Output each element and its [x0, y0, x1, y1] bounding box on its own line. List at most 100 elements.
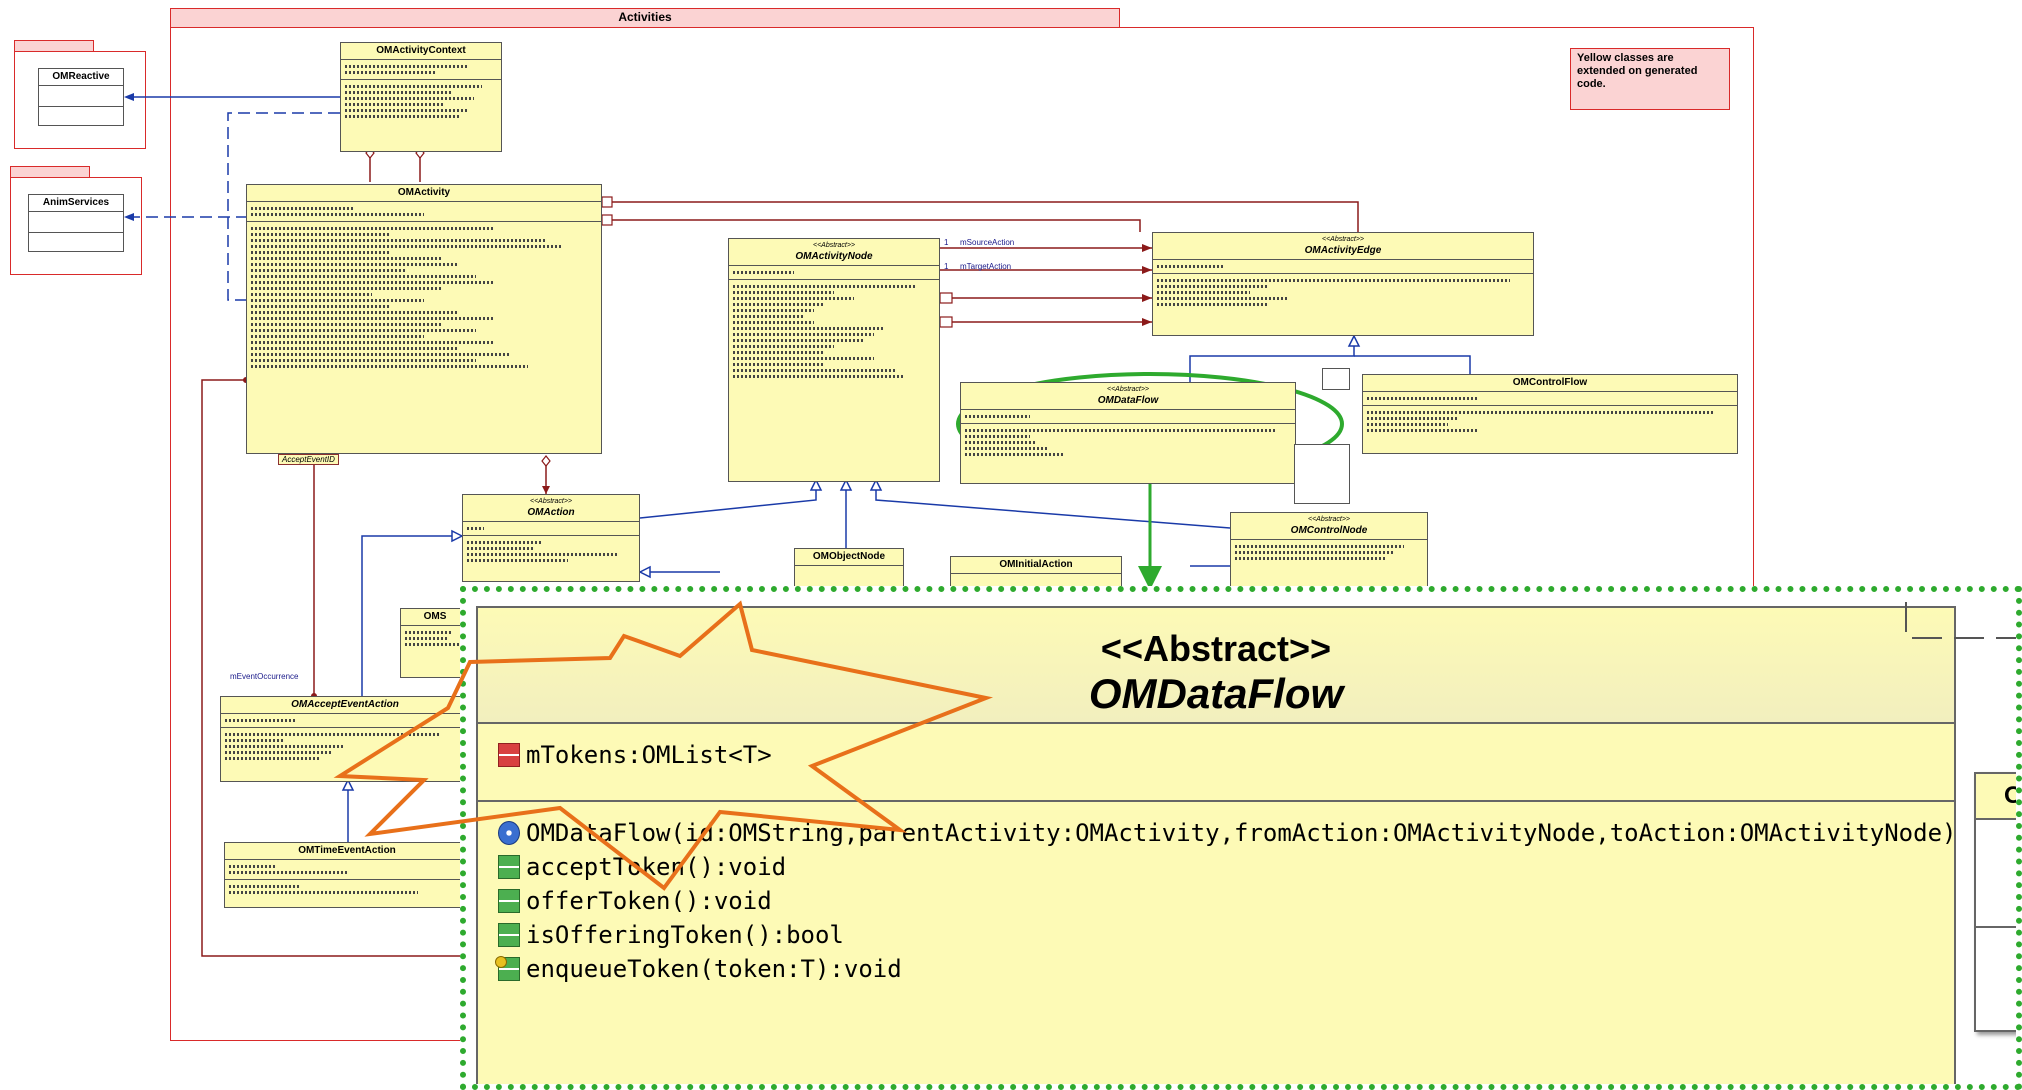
constructor-icon [498, 821, 520, 845]
class-name: OMAcceptEventAction [291, 699, 399, 710]
template-attributes [1976, 820, 2016, 928]
class-name: AnimServices [42, 197, 110, 208]
class-operations [247, 222, 601, 373]
class-operations [341, 80, 501, 123]
package-title: Activities [618, 10, 672, 24]
class-omactivity[interactable]: OMActivity [246, 184, 602, 454]
class-name: OMReactive [52, 71, 110, 82]
class-omcontrolnode[interactable]: <<Abstract>>OMControlNode [1230, 512, 1428, 592]
class-partial-oms[interactable]: OMS [400, 608, 470, 678]
class-name: OMActivityContext [376, 45, 466, 56]
class-name: OMTimeEventAction [298, 845, 396, 856]
arrowhead-omreactive [124, 93, 134, 101]
dep-context-dashed [227, 112, 340, 301]
class-omdataflow-zoomed[interactable]: <<Abstract>> OMDataFlow mTokens:OMList<T… [476, 606, 1956, 1084]
class-attributes [39, 86, 123, 107]
operation-row[interactable]: offerToken():void [478, 884, 1954, 918]
package-anim[interactable] [10, 177, 142, 275]
protected-operation-icon [495, 956, 520, 981]
attribute-text: mTokens:OMList<T> [526, 741, 772, 769]
class-animservices[interactable]: AnimServices [28, 194, 124, 252]
note-yellow-classes[interactable]: Yellow classes are extended on generated… [1570, 48, 1730, 110]
port-activity-2 [601, 214, 613, 226]
diamond-activity-action [541, 455, 551, 467]
tag-accept-event-id: AcceptEventID [278, 454, 339, 465]
class-name: OMAction [527, 507, 575, 518]
package-omreactive[interactable] [14, 51, 146, 149]
class-template-parameter[interactable]: OMDataFlow::T [1974, 772, 2016, 1032]
class-name: OMInitialAction [999, 559, 1073, 570]
public-operation-icon [498, 855, 520, 879]
class-attributes [29, 212, 123, 233]
gen-controlflow-edge [1354, 355, 1471, 374]
class-name: OMActivity [397, 187, 451, 198]
class-dataflow-tab-small [1322, 368, 1350, 390]
class-operations [225, 880, 469, 899]
zoom-overlay: <<Abstract>> OMDataFlow mTokens:OMList<T… [460, 586, 2022, 1090]
class-operations [401, 626, 469, 651]
class-name: OMDataFlow [1088, 670, 1344, 717]
template-class-name: OMDataFlow::T [1976, 774, 2016, 820]
arrow-edge-target [1142, 266, 1152, 274]
class-omreactive[interactable]: OMReactive [38, 68, 124, 126]
triangle-action-2 [638, 565, 651, 579]
class-name: OMControlNode [1290, 525, 1368, 536]
class-operations [1153, 274, 1533, 311]
class-stereotype: <<Abstract>> [812, 242, 856, 249]
class-attributes [463, 522, 639, 536]
note-text: Yellow classes are extended on generated… [1577, 52, 1698, 90]
triangle-action [451, 529, 464, 543]
operation-text: acceptToken():void [526, 853, 787, 881]
arrow-node-edge-2 [1142, 318, 1152, 326]
gen-accept-action [361, 535, 462, 700]
starburst-icon [333, 600, 994, 891]
operation-row[interactable]: enqueueToken(token:T):void [478, 952, 1954, 986]
class-omdataflow-small[interactable]: <<Abstract>> OMDataFlow [960, 382, 1296, 484]
operation-row[interactable]: OMDataFlow(id:OMString,parentActivity:OM… [478, 816, 1956, 850]
class-name: OMControlFlow [1512, 377, 1588, 388]
zoom-dashed-connector [1905, 602, 2016, 639]
class-omactivityedge[interactable]: <<Abstract>>OMActivityEdge [1152, 232, 1534, 336]
class-name: OMS [423, 611, 447, 622]
class-operations [1363, 406, 1737, 437]
attribute-row[interactable]: mTokens:OMList<T> [478, 738, 1954, 772]
operation-row[interactable]: acceptToken():void [478, 850, 1954, 884]
triangle-edge [1347, 334, 1361, 347]
operation-text: offerToken():void [526, 887, 772, 915]
class-name: OMDataFlow [1097, 395, 1159, 406]
operation-text: isOfferingToken():bool [526, 921, 844, 949]
operation-row[interactable]: isOfferingToken():bool [478, 918, 1954, 952]
class-name: OMObjectNode [812, 551, 886, 562]
class-operations [463, 536, 639, 567]
class-omactivitynode[interactable]: <<Abstract>>OMActivityNode [728, 238, 940, 482]
arrow-node-edge-1 [1142, 294, 1152, 302]
class-omcontrolflow[interactable]: OMControlFlow [1362, 374, 1738, 454]
triangle-node-2 [839, 478, 853, 491]
class-attributes: mTokens:OMList<T> [478, 724, 1954, 802]
port-node-1 [939, 292, 953, 304]
class-dataflow-template-small[interactable] [1294, 444, 1350, 504]
port-activity-1 [601, 196, 613, 208]
arrowhead-anim [124, 213, 134, 221]
class-stereotype: <<Abstract>> [1106, 386, 1150, 393]
class-attributes [221, 714, 469, 728]
private-attribute-icon [498, 743, 520, 767]
class-attributes [729, 266, 939, 280]
class-stereotype: <<Abstract>> [1100, 628, 1332, 669]
triangle-accept [341, 778, 355, 791]
class-omactivitycontext[interactable]: OMActivityContext [340, 42, 502, 152]
arrow-edge-source [1142, 244, 1152, 252]
class-omaction[interactable]: <<Abstract>>OMAction [462, 494, 640, 582]
class-omaccepteventaction[interactable]: OMAcceptEventAction [220, 696, 470, 782]
role-mult-1b: 1 [944, 262, 949, 271]
highlight-arrowhead [1138, 566, 1162, 590]
class-header: <<Abstract>> OMDataFlow [478, 608, 1954, 724]
port-node-2 [939, 316, 953, 328]
class-omtimeeventaction[interactable]: OMTimeEventAction [224, 842, 470, 908]
class-attributes [961, 410, 1295, 424]
triangle-node-3 [869, 478, 883, 491]
class-ominitialaction[interactable]: OMInitialAction [950, 556, 1122, 590]
role-target-action: mTargetAction [960, 262, 1012, 271]
class-operations [1231, 540, 1427, 565]
